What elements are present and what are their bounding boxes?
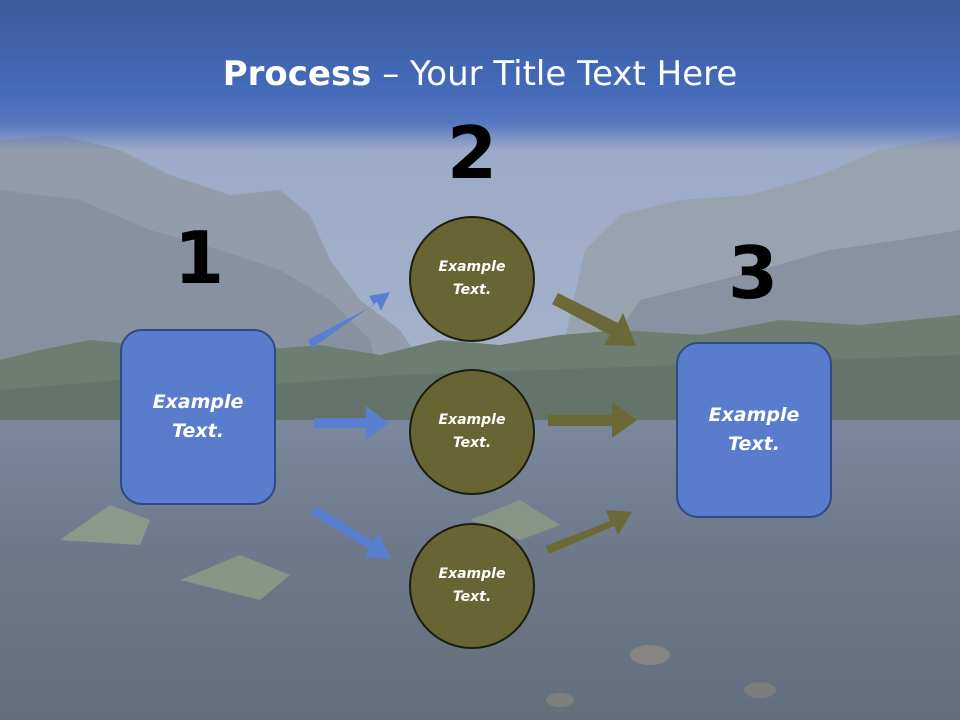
left-box: Example Text. xyxy=(120,329,276,505)
circle-bottom-label: Example Text. xyxy=(438,566,506,605)
title-rest: – Your Title Text Here xyxy=(371,54,738,94)
step-number-1: 1 xyxy=(173,216,225,300)
step-number-2: 2 xyxy=(446,111,498,195)
circle-top: Example Text. xyxy=(409,216,535,342)
circle-middle: Example Text. xyxy=(409,369,535,495)
right-box-label: Example Text. xyxy=(708,404,800,455)
right-box: Example Text. xyxy=(676,342,832,518)
circle-top-label: Example Text. xyxy=(438,259,506,298)
circle-bottom: Example Text. xyxy=(409,523,535,649)
slide-title: Process – Your Title Text Here xyxy=(0,52,960,96)
circle-middle-label: Example Text. xyxy=(438,412,506,451)
title-bold: Process xyxy=(222,54,372,94)
title-band xyxy=(0,0,960,150)
step-number-3: 3 xyxy=(727,231,779,315)
left-box-label: Example Text. xyxy=(152,391,244,442)
